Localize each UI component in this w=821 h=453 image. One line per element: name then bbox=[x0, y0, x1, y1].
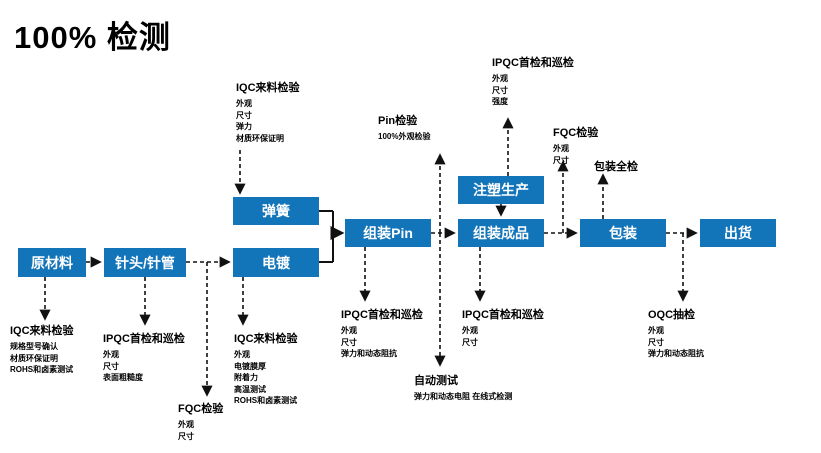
annotation-title: IPQC首检和巡检 bbox=[103, 333, 185, 345]
annotation-title: OQC抽检 bbox=[648, 309, 696, 321]
process-box-plating: 电镀 bbox=[233, 248, 319, 277]
annotation-title: IQC来料检验 bbox=[234, 333, 298, 345]
process-box-packing: 包装 bbox=[580, 219, 666, 247]
annotation-title: 自动测试 bbox=[414, 375, 458, 387]
annotation-iqc-plating: IQC来料检验 外观 电镀膜厚 附着力 高温测试 ROHS和卤素测试 bbox=[234, 330, 298, 407]
annotation-title: IPQC首检和巡检 bbox=[462, 309, 544, 321]
annotation-title: FQC检验 bbox=[553, 127, 599, 139]
annotation-detail: 外观 bbox=[492, 74, 508, 83]
annotation-detail: 尺寸 bbox=[553, 155, 569, 165]
annotation-title: Pin检验 bbox=[378, 115, 418, 127]
annotation-detail: 外观 bbox=[103, 350, 119, 359]
annotation-packing-full-check: 包装全检 bbox=[594, 158, 638, 177]
annotation-detail: 100%外观检验 bbox=[378, 132, 431, 141]
annotation-detail: 材质环保证明 bbox=[10, 353, 58, 363]
process-box-spring: 弹簧 bbox=[233, 197, 319, 225]
process-box-assemble-final: 组装成品 bbox=[458, 219, 544, 247]
annotation-detail: 外观 bbox=[341, 326, 357, 335]
annotation-title: FQC检验 bbox=[178, 403, 224, 415]
annotation-title: IPQC首检和巡检 bbox=[341, 309, 423, 321]
annotation-detail: 尺寸 bbox=[462, 337, 478, 347]
annotation-detail: 外观 bbox=[648, 326, 664, 335]
annotation-detail: 表面粗糙度 bbox=[103, 373, 143, 382]
process-box-injection-molding: 注塑生产 bbox=[458, 176, 544, 204]
annotation-detail: 尺寸 bbox=[648, 337, 664, 347]
process-box-shipping: 出货 bbox=[700, 219, 776, 247]
annotation-detail: 附着力 bbox=[234, 373, 258, 382]
process-box-assemble-pin: 组装Pin bbox=[345, 219, 431, 247]
annotation-detail: 弹力 bbox=[236, 122, 252, 131]
annotation-detail: 弹力和动态电阻 在线式检测 bbox=[414, 392, 513, 401]
annotation-title: 包装全检 bbox=[594, 161, 638, 173]
annotation-detail: 高温测试 bbox=[234, 384, 266, 394]
annotation-detail: 尺寸 bbox=[178, 431, 194, 441]
annotation-title: IPQC首检和巡检 bbox=[492, 57, 574, 69]
annotation-iqc-incoming-spring: IQC来料检验 外观 尺寸 弹力 材质环保证明 bbox=[236, 79, 300, 144]
annotation-detail: 尺寸 bbox=[341, 337, 357, 347]
annotation-detail: ROHS和卤素测试 bbox=[234, 396, 298, 405]
process-box-needle-tube: 针头/针管 bbox=[104, 248, 186, 277]
annotation-detail: 弹力和动态阻抗 bbox=[648, 349, 704, 358]
annotation-detail: 电镀膜厚 bbox=[234, 361, 266, 371]
annotation-detail: 外观 bbox=[462, 326, 478, 335]
process-box-raw-material: 原材料 bbox=[18, 248, 86, 277]
annotation-auto-test: 自动测试 弹力和动态电阻 在线式检测 bbox=[414, 372, 512, 403]
annotation-oqc-sampling: OQC抽检 外观 尺寸 弹力和动态阻抗 bbox=[648, 306, 704, 360]
annotation-title: IQC来料检验 bbox=[10, 325, 74, 337]
annotation-detail: 外观 bbox=[178, 420, 194, 429]
annotation-fqc-top: FQC检验 外观 尺寸 bbox=[553, 124, 598, 166]
annotation-title: IQC来料检验 bbox=[236, 82, 300, 94]
annotation-fqc-bottom: FQC检验 外观 尺寸 bbox=[178, 400, 223, 442]
annotation-detail: 尺寸 bbox=[103, 361, 119, 371]
annotation-ipqc-assemble-final: IPQC首检和巡检 外观 尺寸 bbox=[462, 306, 544, 348]
annotation-iqc-raw-material: IQC来料检验 规格型号确认 材质环保证明 ROHS和卤素测试 bbox=[10, 322, 74, 376]
annotation-detail: 材质环保证明 bbox=[236, 133, 284, 143]
annotation-ipqc-injection: IPQC首检和巡检 外观 尺寸 强度 bbox=[492, 54, 574, 108]
annotation-detail: 外观 bbox=[236, 99, 252, 108]
annotation-detail: 尺寸 bbox=[236, 110, 252, 120]
annotation-detail: 强度 bbox=[492, 97, 508, 106]
annotation-detail: 规格型号确认 bbox=[10, 342, 58, 351]
annotation-detail: 外观 bbox=[234, 350, 250, 359]
annotation-detail: 弹力和动态阻抗 bbox=[341, 349, 397, 358]
page-title: 100% 检测 bbox=[14, 20, 171, 55]
annotation-detail: 尺寸 bbox=[492, 85, 508, 95]
annotation-ipqc-assemble-pin: IPQC首检和巡检 外观 尺寸 弹力和动态阻抗 bbox=[341, 306, 423, 360]
annotation-pin-inspection: Pin检验 100%外观检验 bbox=[378, 112, 430, 143]
annotation-detail: 外观 bbox=[553, 144, 569, 153]
annotation-ipqc-needle: IPQC首检和巡检 外观 尺寸 表面粗糙度 bbox=[103, 330, 185, 384]
annotation-detail: ROHS和卤素测试 bbox=[10, 365, 74, 374]
